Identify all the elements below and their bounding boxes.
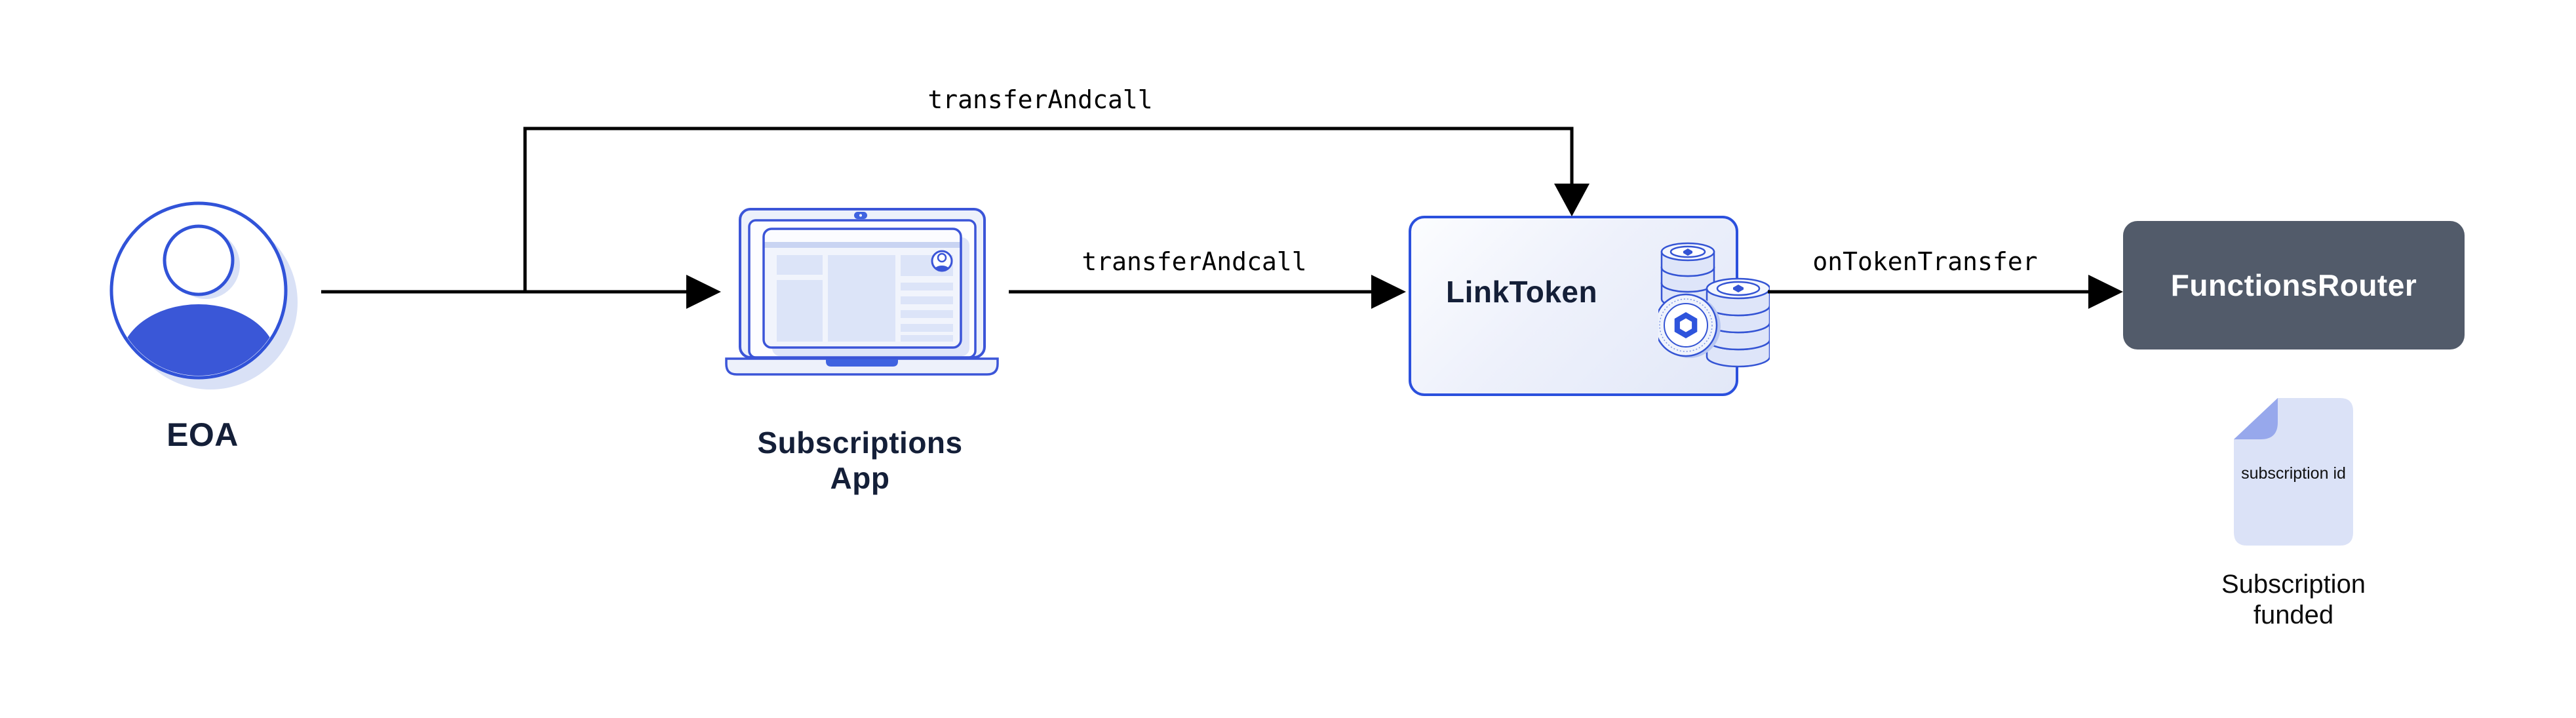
document-icon (2234, 398, 2353, 546)
arrow-eoa-to-app (321, 275, 721, 309)
arrow-eoa-to-linktoken (523, 127, 1590, 292)
browser-avatar-icon (931, 250, 953, 272)
user-avatar-icon (109, 201, 298, 389)
arrow-linktoken-to-router (1768, 275, 2123, 309)
coin-stack-icon (1658, 242, 1770, 368)
edge-label-transferandcall-top: transferAndcall (927, 85, 1153, 114)
document-fold (2234, 398, 2278, 439)
document-caption: Subscription funded (2221, 570, 2366, 630)
node-label-linktoken: LinkToken (1446, 275, 1598, 309)
arrow-app-to-linktoken (1009, 275, 1406, 309)
coin-stack-right (1706, 277, 1770, 368)
functionsrouter-box: FunctionsRouter (2123, 221, 2465, 349)
laptop-icon (725, 208, 999, 376)
edge-label-ontokentransfer: onTokenTransfer (1812, 247, 2038, 276)
node-label-eoa: EOA (166, 416, 239, 453)
chainlink-logo (1674, 312, 1698, 338)
document-text: subscription id (2241, 464, 2346, 483)
edge-label-transferandcall-mid: transferAndcall (1082, 247, 1307, 276)
node-label-functionsrouter: FunctionsRouter (2170, 268, 2417, 302)
chainlink-coin (1658, 293, 1721, 358)
node-label-subscriptions-app: Subscriptions App (757, 426, 963, 495)
